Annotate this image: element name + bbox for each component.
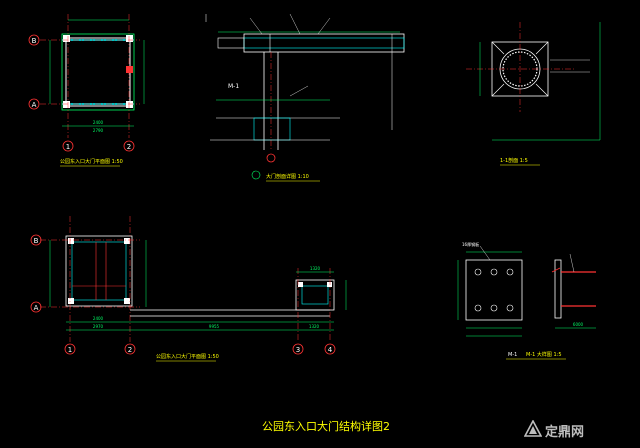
axis-label-a: A (32, 101, 37, 109)
column-block (63, 35, 70, 42)
axis-label-4: 4 (328, 346, 333, 354)
watermark: 定鼎网 (545, 425, 585, 440)
top-plan-view: B A 1 2 2400 2790 公园东入口大门平面图 1:50 (28, 14, 145, 167)
beam-box (243, 33, 405, 53)
column-block (63, 101, 70, 108)
column-block (126, 101, 133, 108)
right-pier (295, 279, 335, 311)
section-1-1-view: 1-1剖面 1:5 (466, 22, 601, 166)
bottom-plan-caption: 公园东入口大门平面图 1:50 (156, 353, 219, 360)
axis-bubble-1 (62, 140, 74, 152)
anchor-hole (474, 268, 482, 276)
dim-text: 2400 (93, 120, 104, 125)
anchor-hole (506, 304, 514, 312)
column-block (124, 298, 130, 304)
anchor-hole (490, 268, 498, 276)
axis-bubble-a (28, 98, 40, 110)
axis-label-2: 2 (127, 143, 131, 151)
axis-label-1: 1 (66, 143, 70, 151)
plate-side (554, 259, 562, 319)
beam-end (217, 37, 245, 49)
axis-bubble-a (30, 301, 42, 313)
anchor-hole (490, 304, 498, 312)
dim-text: 2790 (93, 128, 104, 133)
axis-bubble-3 (292, 343, 304, 355)
bottom-plan-inner (71, 241, 127, 301)
stiffener (491, 41, 505, 55)
axis-label-b: B (34, 237, 39, 245)
dim-text: 9955 (209, 324, 220, 329)
section-axis-bubble (266, 153, 276, 163)
footing (253, 117, 291, 141)
bottom-plan-view: B A 1 2 3 4 2400 2970 9955 1320 1320 公园东… (30, 216, 347, 362)
leader (249, 17, 263, 35)
right-pier-inner (301, 285, 329, 305)
leader (317, 17, 331, 35)
leader (479, 245, 491, 261)
dim-text: 2400 (93, 316, 104, 321)
axis-label-3: 3 (296, 346, 300, 354)
anchor-hole (506, 268, 514, 276)
m1-label: M-1 (508, 352, 517, 358)
axis-bubble-2 (124, 343, 136, 355)
section-view: M-1 大门剖面详图 1:10 (205, 13, 405, 182)
column-block (124, 238, 130, 244)
beam-inner (243, 37, 405, 49)
axis-bubble-2 (123, 140, 135, 152)
axis-label-b: B (32, 37, 37, 45)
axis-bubble-1 (64, 343, 76, 355)
m1-label: M-1 (228, 83, 239, 90)
m1-detail-view: 16厚钢板 6000 M-1 M-1 大样图 1:5 (457, 241, 596, 360)
leader (569, 253, 575, 273)
leader (289, 85, 309, 97)
axis-bubble-b (28, 34, 40, 46)
plate-label: 16厚钢板 (462, 241, 479, 247)
axis-label-a: A (34, 304, 39, 312)
dim-text: 1320 (310, 266, 321, 271)
drawing-title: 公园东入口大门结构详图2 (262, 420, 390, 433)
axis-label-2: 2 (128, 346, 132, 354)
section-11-caption: 1-1剖面 1:5 (500, 157, 528, 164)
column-block (327, 282, 332, 287)
dim-text: 1320 (309, 324, 320, 329)
section-ref-bubble (251, 170, 261, 180)
top-plan-caption: 公园东入口大门平面图 1:50 (60, 158, 123, 165)
column-block (298, 282, 303, 287)
stiffener (535, 41, 549, 55)
stiffener (491, 83, 505, 97)
axis-bubble-4 (324, 343, 336, 355)
top-plan-outline (61, 33, 135, 111)
bottom-plan-outline (65, 235, 133, 307)
column-block (68, 298, 74, 304)
section-caption: 大门剖面详图 1:10 (266, 173, 309, 180)
column-block (126, 35, 133, 42)
column-mark (126, 66, 133, 73)
dim-text: 2970 (93, 324, 104, 329)
m1-caption: M-1 大样图 1:5 (526, 351, 562, 358)
column-block (68, 238, 74, 244)
dim-text: 6000 (573, 322, 584, 327)
bar-hook (551, 267, 561, 273)
top-plan-frame (65, 37, 131, 107)
leader (289, 13, 301, 35)
anchor-hole (474, 304, 482, 312)
watermark-logo-icon (524, 420, 542, 437)
stiffener (535, 83, 549, 97)
embed-plate (465, 259, 523, 321)
axis-bubble-b (30, 234, 42, 246)
axis-label-1: 1 (68, 346, 72, 354)
